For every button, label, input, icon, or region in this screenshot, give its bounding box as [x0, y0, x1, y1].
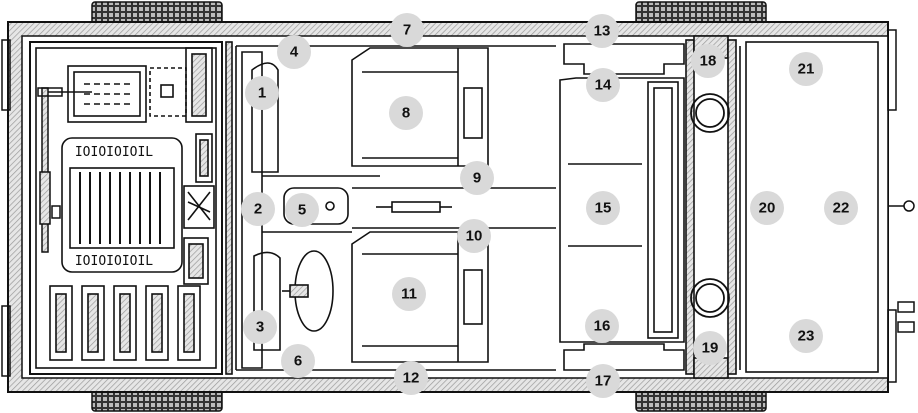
callout-20: 20 [750, 191, 784, 225]
callout-badge [392, 277, 426, 311]
callout-badge [245, 76, 279, 110]
callout-19: 19 [693, 331, 727, 365]
callout-number: 21 [798, 61, 815, 78]
callout-8: 8 [389, 96, 423, 130]
seat-8 [351, 47, 489, 167]
callout-1: 1 [245, 76, 279, 110]
engine-icon: IOIOIOIOIL IOIOIOIOIL [61, 137, 215, 273]
callout-18: 18 [691, 44, 725, 78]
callout-badge [691, 44, 725, 78]
callout-12: 12 [394, 361, 428, 395]
callout-badge [241, 192, 275, 226]
callout-badge [457, 219, 491, 253]
callout-11: 11 [392, 277, 426, 311]
callout-number: 3 [256, 319, 264, 336]
callout-number: 4 [290, 44, 299, 61]
battery-icon [49, 285, 201, 361]
callout-badge [585, 14, 619, 48]
callout-badge [586, 191, 620, 225]
callout-number: 9 [473, 170, 481, 187]
callout-badge [390, 13, 424, 47]
callout-number: 15 [595, 200, 612, 217]
rear-compartment [745, 41, 879, 373]
engine-text-pattern-bottom: IOIOIOIOIL [75, 254, 153, 269]
callout-number: 19 [702, 340, 719, 357]
callout-badge [789, 319, 823, 353]
callout-17: 17 [586, 364, 620, 398]
callout-badge [285, 193, 319, 227]
callout-badge [585, 309, 619, 343]
callout-21: 21 [789, 52, 823, 86]
callout-number: 1 [258, 85, 266, 102]
callout-13: 13 [585, 14, 619, 48]
callout-badge [693, 331, 727, 365]
callout-number: 13 [594, 23, 611, 40]
callout-22: 22 [824, 191, 858, 225]
callout-number: 23 [798, 328, 815, 345]
callout-number: 18 [700, 53, 717, 70]
callout-badge [789, 52, 823, 86]
seat-11 [351, 231, 489, 363]
callout-badge [243, 310, 277, 344]
callout-7: 7 [390, 13, 424, 47]
callout-number: 7 [403, 22, 411, 39]
callout-15: 15 [586, 191, 620, 225]
callout-16: 16 [585, 309, 619, 343]
front-hardware [1, 39, 11, 377]
callout-number: 14 [595, 77, 612, 94]
callout-14: 14 [586, 68, 620, 102]
callout-number: 8 [402, 105, 410, 122]
steering-wheel-icon [282, 250, 334, 332]
callout-number: 20 [759, 200, 776, 217]
callout-number: 11 [401, 286, 417, 303]
callout-9: 9 [460, 161, 494, 195]
callout-number: 16 [594, 318, 611, 335]
callout-number: 12 [403, 370, 420, 387]
callout-number: 2 [254, 201, 262, 218]
callout-3: 3 [243, 310, 277, 344]
callout-number: 5 [298, 202, 306, 219]
callout-badge [750, 191, 784, 225]
callout-number: 17 [595, 373, 612, 390]
callout-badge [460, 161, 494, 195]
callout-23: 23 [789, 319, 823, 353]
callout-4: 4 [277, 35, 311, 69]
callout-badge [586, 364, 620, 398]
callout-badge [824, 191, 858, 225]
callout-badge [277, 35, 311, 69]
callout-badge [394, 361, 428, 395]
rear-hardware [887, 29, 915, 383]
callout-5: 5 [285, 193, 319, 227]
callout-number: 10 [466, 228, 483, 245]
engine-text-pattern-top: IOIOIOIOIL [75, 145, 153, 160]
engine-compartment [29, 41, 233, 375]
callout-6: 6 [281, 344, 315, 378]
callout-10: 10 [457, 219, 491, 253]
callout-number: 22 [833, 200, 850, 217]
middle-section [559, 43, 685, 371]
wheel-icon [91, 1, 767, 412]
callout-number: 6 [294, 353, 302, 370]
wheel-well [690, 93, 730, 318]
callout-badge [389, 96, 423, 130]
callout-badge [586, 68, 620, 102]
callout-badge [281, 344, 315, 378]
drive-shaft [37, 87, 92, 253]
callout-2: 2 [241, 192, 275, 226]
